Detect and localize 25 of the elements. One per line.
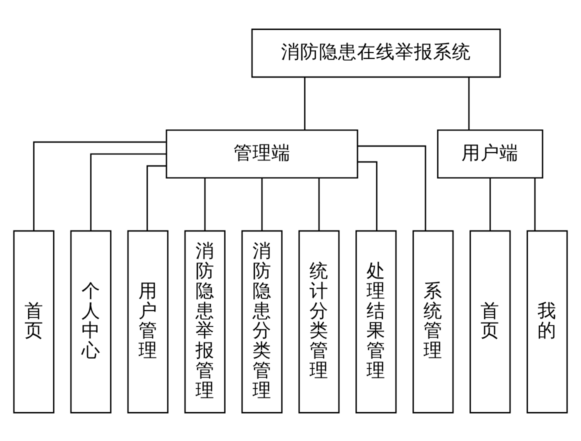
node-box: 系统管理: [412, 230, 454, 413]
node-box: 处理结果管理: [356, 230, 397, 413]
connector: [304, 76, 306, 130]
node-box: 用户管理: [127, 230, 168, 413]
connector: [33, 140, 166, 230]
node-box: 我的: [526, 230, 568, 413]
node-box: 管理端: [166, 128, 358, 178]
node-box: 消防隐患分类管理: [241, 230, 283, 413]
connector: [534, 178, 536, 230]
connector: [468, 76, 470, 130]
connector: [358, 160, 378, 230]
node-box: 消防隐患在线举报系统: [251, 28, 501, 78]
node-box: 首页: [13, 230, 54, 413]
connector: [90, 152, 166, 230]
node-box: 首页: [470, 230, 511, 413]
node-box: 个人中心: [70, 230, 112, 413]
connector: [204, 178, 206, 230]
node-box: 消防隐患举报管理: [184, 230, 226, 413]
connector: [261, 178, 263, 230]
connector: [318, 178, 320, 230]
connector: [358, 144, 426, 230]
node-box: 统计分类管理: [298, 230, 340, 413]
connector: [490, 178, 491, 230]
connector: [146, 164, 166, 230]
node-box: 用户端: [437, 128, 544, 178]
